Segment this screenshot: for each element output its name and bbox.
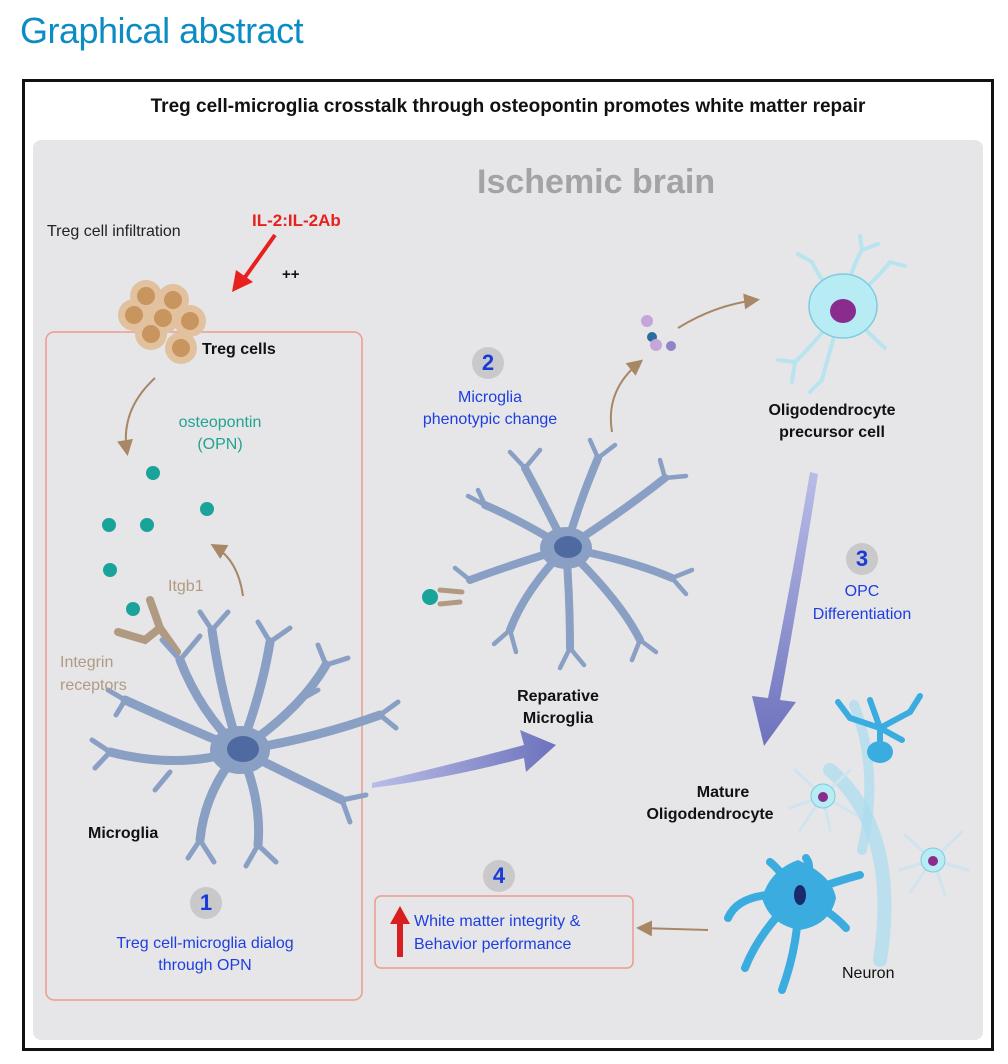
- graphical-abstract-heading: Graphical abstract: [20, 10, 304, 51]
- mature-label-2: Oligodendrocyte: [646, 806, 774, 823]
- treg-cells-label: Treg cells: [202, 341, 276, 358]
- step1-line2: through OPN: [158, 957, 252, 974]
- ischemic-brain-label: Ischemic brain: [477, 163, 716, 201]
- step2-line2: phenotypic change: [422, 411, 558, 428]
- receptors-label: receptors: [60, 677, 127, 694]
- opc-label-1: Oligodendrocyte: [768, 402, 896, 419]
- reparative-microglia-cell: [452, 437, 695, 671]
- treg-cells-cluster: [118, 280, 206, 364]
- step4-line2: Behavior performance: [414, 936, 572, 953]
- step4-badge: 4: [483, 860, 515, 892]
- step2-line1: Microglia: [457, 389, 522, 406]
- vesicles-to-opc-arrow: [677, 293, 760, 329]
- secreted-vesicles: [641, 315, 676, 351]
- opc-cell: [776, 234, 907, 394]
- reparative-receptor: [437, 587, 465, 607]
- microglia-nucleus: [227, 736, 259, 762]
- opc-label-2: precursor cell: [779, 424, 885, 441]
- step3-line2: Differentiation: [812, 606, 912, 623]
- itgb1-label: Itgb1: [168, 578, 204, 595]
- plusplus-label: ++: [282, 266, 300, 283]
- neuron-cell: [724, 693, 923, 994]
- reparative-to-vesicles-arrow: [609, 359, 644, 433]
- neuron-nucleus: [794, 885, 806, 905]
- reparative-label-1: Reparative: [517, 688, 599, 705]
- microglia-label: Microglia: [88, 825, 159, 842]
- step2-badge: 2: [472, 347, 504, 379]
- step4-line1: White matter integrity &: [414, 913, 581, 930]
- integrin-label: Integrin: [60, 654, 114, 671]
- opn-dots: [102, 466, 438, 616]
- osteopontin-label: osteopontin: [178, 414, 262, 431]
- microglia-transition-arrow: [372, 730, 556, 788]
- step3-line1: OPC: [844, 583, 880, 600]
- treg-infiltration-label: Treg cell infiltration: [47, 223, 181, 240]
- frame-title: Treg cell-microglia crosstalk through os…: [150, 96, 866, 117]
- step1-badge: 1: [190, 887, 222, 919]
- neuron-label: Neuron: [842, 965, 895, 982]
- step4-box: [374, 895, 634, 969]
- treg-to-opn-arrow: [117, 377, 156, 456]
- step1-line1: Treg cell-microglia dialog: [116, 935, 294, 952]
- opc-differentiation-arrow: [752, 472, 818, 746]
- il2-label: IL-2:IL-2Ab: [252, 211, 341, 230]
- step3-badge: 3: [846, 543, 878, 575]
- il2-arrow: [232, 233, 277, 292]
- neuron-soma-top: [867, 741, 893, 763]
- neuron-to-outcome-arrow: [636, 920, 709, 937]
- opn-label: (OPN): [197, 436, 243, 453]
- reparative-label-2: Microglia: [522, 710, 594, 727]
- mature-label-1: Mature: [696, 784, 750, 801]
- step1-box: [45, 331, 363, 1001]
- reparative-microglia-nucleus: [554, 536, 582, 558]
- increase-arrow: [390, 906, 410, 957]
- integrin-receptor: [114, 596, 181, 656]
- itgb1-arrow: [210, 543, 244, 597]
